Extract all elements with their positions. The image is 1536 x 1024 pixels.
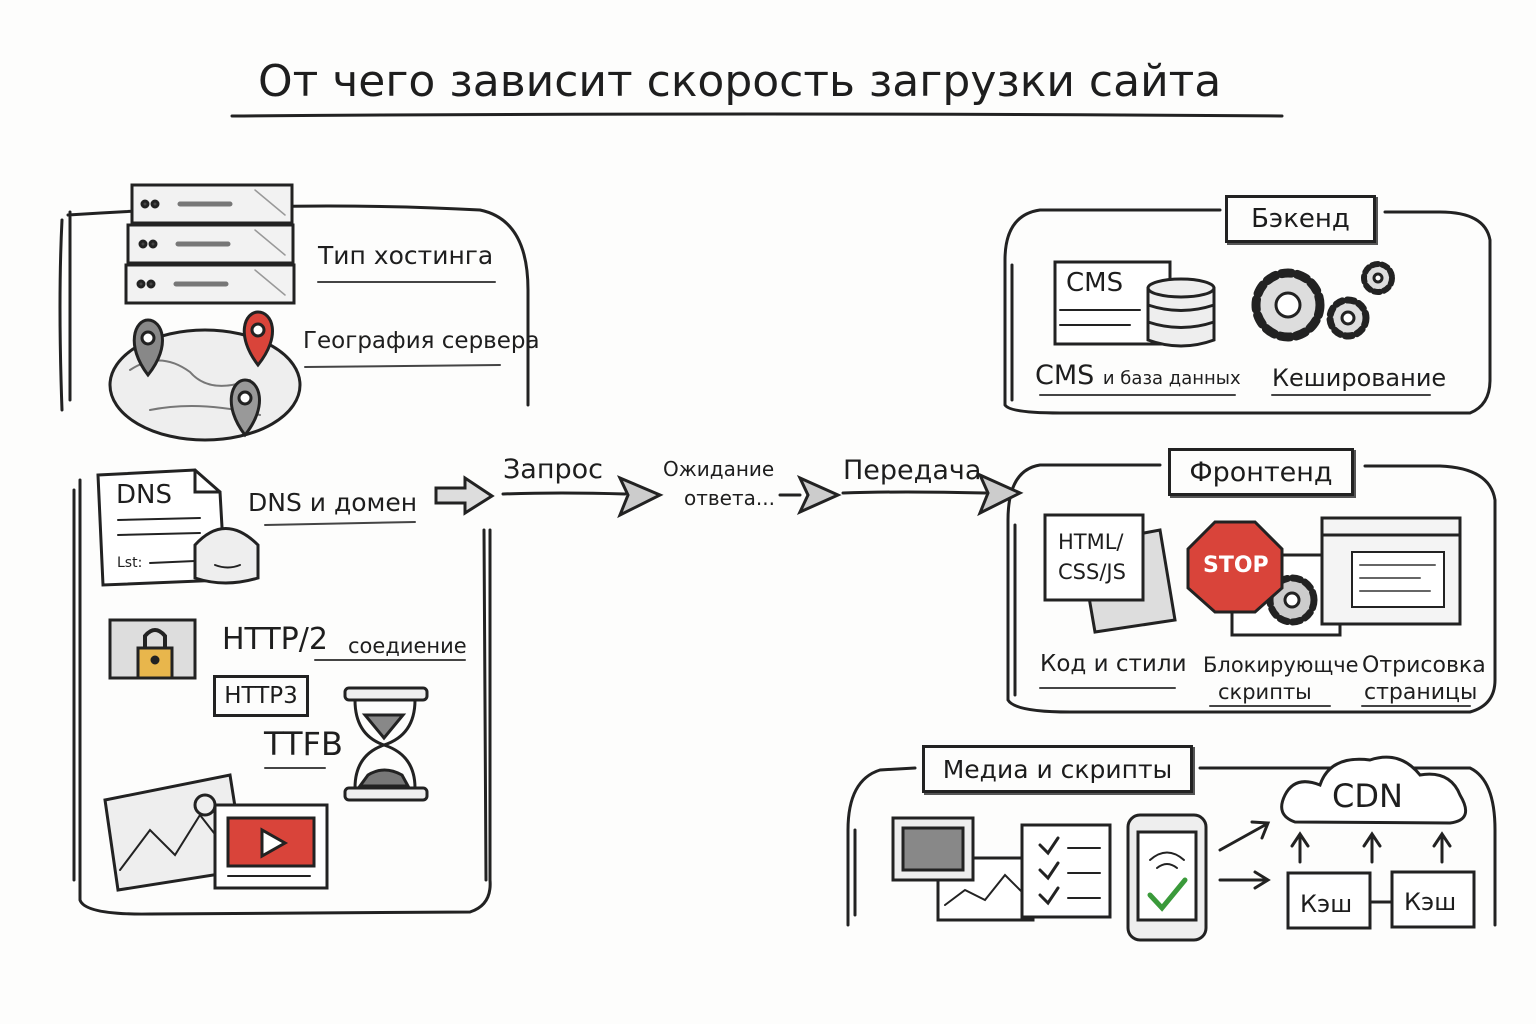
media-heading: Медиа и скрипты (922, 745, 1193, 793)
dns-label: DNS и домен (248, 488, 418, 517)
http2-label: HTTP/2 (222, 622, 328, 657)
cache-box-1 (1286, 871, 1372, 930)
database-icon (1146, 277, 1216, 348)
cms-label-main: CMS (1035, 360, 1095, 391)
cdn-arrows (1218, 820, 1452, 904)
arrow-wait-icon (796, 474, 842, 516)
gears-icon (1251, 261, 1395, 342)
media-files-icon (891, 816, 1112, 922)
cdn-cloud-icon (1280, 755, 1468, 825)
caching-label: Кеширование (1272, 364, 1447, 392)
cache-box-2 (1390, 870, 1476, 929)
flow-waiting-label-2: ответа... (684, 486, 775, 510)
title-underline (230, 112, 1284, 118)
browser-window-icon (1320, 516, 1462, 626)
page-title: От чего зависит скорость загрузки сайта (258, 56, 1222, 107)
render-label-1: Отрисовка (1362, 653, 1486, 678)
arrow-request-icon (616, 475, 664, 519)
server-stack-icon (124, 183, 296, 305)
cms-icon-text: CMS (1066, 268, 1124, 298)
ttfb-label: TTFB (264, 725, 343, 763)
dns-doc-line: Lst: (117, 555, 143, 571)
arrow-request-line (501, 491, 627, 496)
cdn-label: CDN (1332, 777, 1403, 815)
globe-with-pins-icon (108, 310, 302, 442)
stop-text: STOP (1203, 553, 1269, 578)
image-video-icon (103, 773, 329, 892)
dns-database-icon (193, 527, 260, 585)
phone-icon (1126, 813, 1208, 942)
code-files-icon (1043, 513, 1177, 634)
flow-request-label: Запрос (503, 454, 604, 485)
geography-label: География сервера (303, 328, 540, 354)
hourglass-icon (343, 686, 429, 802)
cache-label-2: Кэш (1404, 888, 1457, 916)
http3-badge: HTTP3 (213, 675, 309, 717)
hosting-label: Тип хостинга (318, 241, 494, 270)
frontend-heading-text: Фронтенд (1189, 456, 1333, 488)
dns-document-icon (96, 468, 260, 587)
connection-label: соедиение (348, 634, 467, 658)
cms-label: CMS и база данных (1035, 362, 1241, 389)
code-icon-text-2: CSS/JS (1058, 560, 1126, 584)
code-label: Код и стили (1040, 651, 1187, 677)
arrow-transfer-line (841, 490, 987, 495)
cms-label-sub: и база данных (1102, 368, 1241, 389)
network-frame (72, 478, 492, 916)
render-label-2: страницы (1364, 680, 1478, 705)
media-frame (846, 766, 1497, 927)
dns-doc-text: DNS (116, 480, 172, 510)
flow-arrows (434, 472, 1024, 519)
code-icon-text-1: HTML/ (1058, 530, 1124, 554)
cache-label-1: Кэш (1300, 890, 1353, 918)
flow-waiting-label: Ожидание (663, 457, 775, 481)
backend-heading: Бэкенд (1225, 195, 1376, 243)
secure-lock-icon (108, 618, 197, 680)
media-heading-text: Медиа и скрипты (942, 754, 1173, 784)
flow-transfer-label: Передача (843, 455, 982, 486)
arrow-dns-icon (434, 475, 495, 516)
frontend-heading: Фронтенд (1168, 448, 1354, 496)
arrow-transfer-icon (977, 472, 1024, 517)
backend-frame (1003, 208, 1492, 415)
backend-heading-text: Бэкенд (1251, 204, 1350, 234)
http3-label: HTTP3 (224, 683, 298, 709)
stop-sign-icon (1186, 520, 1284, 614)
blocking-label-1: Блокирующче (1203, 653, 1359, 677)
blocking-label-2: скрипты (1218, 680, 1312, 704)
